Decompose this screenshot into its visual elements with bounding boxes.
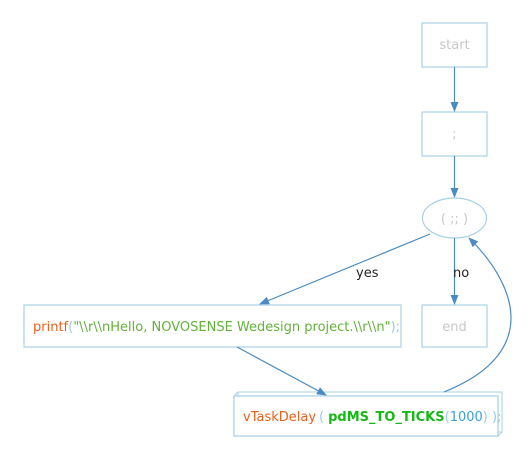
- printf-close: );: [391, 320, 400, 335]
- delay-code: vTaskDelay(pdMS_TO_TICKS(1000) );: [243, 410, 501, 425]
- edge-label-yes: yes: [356, 266, 379, 281]
- printf-code: printf("\\r\\nHello, NOVOSENSE Wedesign …: [33, 320, 400, 335]
- delay-open: (: [319, 410, 324, 425]
- printf-open: (: [68, 320, 73, 335]
- edge-delay-loop: [443, 237, 512, 393]
- end-label: end: [442, 320, 467, 335]
- start-node[interactable]: start: [421, 22, 488, 68]
- printf-node[interactable]: printf("\\r\\nHello, NOVOSENSE Wedesign …: [23, 304, 402, 348]
- loop-label: ( ;; ): [441, 212, 468, 227]
- delay-node[interactable]: vTaskDelay(pdMS_TO_TICKS(1000) );: [233, 391, 503, 437]
- edge-loop-printf: [259, 233, 431, 305]
- end-node[interactable]: end: [421, 304, 488, 348]
- delay-arg-open: (: [445, 410, 450, 425]
- edge-label-no: no: [453, 266, 469, 281]
- start-label: start: [439, 38, 469, 53]
- edge-printf-delay: [236, 346, 327, 396]
- printf-func: printf: [33, 320, 69, 335]
- printf-string: "\\r\\nHello, NOVOSENSE Wedesign project…: [73, 320, 390, 335]
- delay-func: vTaskDelay: [243, 410, 316, 425]
- init-node[interactable]: ;: [421, 111, 488, 157]
- delay-macro: pdMS_TO_TICKS: [328, 410, 445, 425]
- loop-node[interactable]: ( ;; ): [421, 197, 488, 239]
- delay-arg: 1000: [450, 410, 483, 425]
- init-label: ;: [452, 127, 456, 142]
- delay-close: ) );: [483, 410, 502, 425]
